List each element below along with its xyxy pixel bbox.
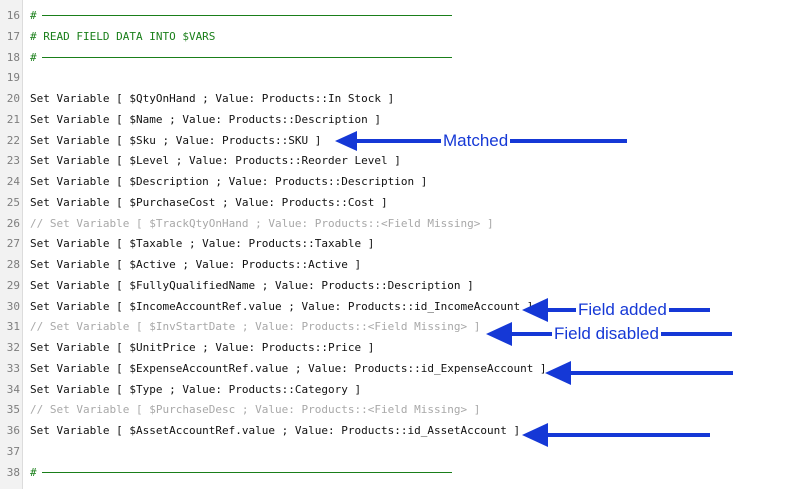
line-number: 28 bbox=[6, 258, 20, 271]
line-number: 30 bbox=[6, 299, 20, 313]
comment-rule-text: # bbox=[30, 465, 37, 479]
disabled-code-text: // Set Variable [ $PurchaseDesc ; Value:… bbox=[30, 403, 481, 417]
comment-divider-line bbox=[42, 56, 452, 58]
code-line[interactable]: 37 bbox=[0, 441, 787, 462]
comment-rule-text: # bbox=[30, 50, 37, 64]
line-number: 21 bbox=[6, 112, 20, 126]
code-text: Set Variable [ $QtyOnHand ; Value: Produ… bbox=[30, 92, 395, 105]
code-line[interactable]: 21 Set Variable [ $Name ; Value: Products… bbox=[0, 109, 787, 130]
disabled-code-text: // Set Variable [ $TrackQtyOnHand ; Valu… bbox=[30, 216, 494, 230]
code-line[interactable]: 36 Set Variable [ $AssetAccountRef.value … bbox=[0, 420, 787, 441]
annotation-label-matched: Matched bbox=[441, 129, 511, 153]
line-number: 19 bbox=[6, 71, 20, 85]
code-line[interactable]: 23 Set Variable [ $Level ; Value: Product… bbox=[0, 150, 787, 171]
code-line[interactable]: 19 bbox=[0, 67, 787, 88]
code-line[interactable]: 34 Set Variable [ $Type ; Value: Products… bbox=[0, 379, 787, 400]
code-line[interactable]: 16 # bbox=[0, 5, 787, 26]
code-text: Set Variable [ $ExpenseAccountRef.value … bbox=[30, 361, 547, 375]
code-text: Set Variable [ $Level ; Value: Products:… bbox=[30, 154, 401, 168]
line-number: 17 bbox=[6, 29, 20, 43]
code-line[interactable]: 26 // Set Variable [ $TrackQtyOnHand ; Va… bbox=[0, 213, 787, 234]
line-number: 33 bbox=[6, 361, 20, 375]
line-number: 16 bbox=[6, 9, 20, 22]
code-text: Set Variable [ $Active ; Value: Products… bbox=[30, 258, 362, 271]
line-number: 36 bbox=[6, 424, 20, 437]
code-text: Set Variable [ $Taxable ; Value: Product… bbox=[30, 237, 375, 251]
disabled-code-text: // Set Variable [ $InvStartDate ; Value:… bbox=[30, 320, 481, 334]
line-number: 38 bbox=[6, 465, 20, 479]
line-number: 35 bbox=[6, 403, 20, 417]
code-text: Set Variable [ $PurchaseCost ; Value: Pr… bbox=[30, 195, 388, 209]
code-text: # READ FIELD DATA INTO $VARS bbox=[30, 29, 216, 43]
code-text: Set Variable [ $Type ; Value: Products::… bbox=[30, 382, 362, 396]
annotation-arrow-line-36 bbox=[522, 423, 712, 447]
code-line[interactable]: 22 Set Variable [ $Sku ; Value: Products:… bbox=[0, 130, 787, 151]
code-line[interactable]: 27 Set Variable [ $Taxable ; Value: Produ… bbox=[0, 233, 787, 254]
code-text: Set Variable [ $UnitPrice ; Value: Produ… bbox=[30, 341, 375, 354]
line-number: 31 bbox=[6, 320, 20, 334]
code-text: Set Variable [ $Name ; Value: Products::… bbox=[30, 112, 381, 126]
code-line[interactable]: 30 Set Variable [ $IncomeAccountRef.value… bbox=[0, 296, 787, 317]
left-arrow-icon bbox=[545, 361, 733, 385]
code-line[interactable]: 24 Set Variable [ $Description ; Value: P… bbox=[0, 171, 787, 192]
code-line[interactable]: 28 Set Variable [ $Active ; Value: Produc… bbox=[0, 254, 787, 275]
code-line[interactable]: 32 Set Variable [ $UnitPrice ; Value: Pro… bbox=[0, 337, 787, 358]
annotation-field-disabled: Field disabled bbox=[486, 322, 734, 346]
annotation-label-field-added: Field added bbox=[576, 298, 669, 322]
line-number: 18 bbox=[6, 50, 20, 64]
code-text: Set Variable [ $Description ; Value: Pro… bbox=[30, 175, 428, 188]
code-line[interactable]: 38 # bbox=[0, 462, 787, 483]
code-line[interactable]: 31 // Set Variable [ $InvStartDate ; Valu… bbox=[0, 316, 787, 337]
line-number: 24 bbox=[6, 175, 20, 188]
line-number: 20 bbox=[6, 92, 20, 105]
code-line[interactable]: 17 # READ FIELD DATA INTO $VARS bbox=[0, 26, 787, 47]
annotation-field-added: Field added bbox=[522, 298, 712, 322]
line-number: 22 bbox=[6, 133, 20, 147]
line-number: 34 bbox=[6, 382, 20, 396]
comment-rule-text: # bbox=[30, 9, 37, 22]
code-line[interactable]: 25 Set Variable [ $PurchaseCost ; Value: … bbox=[0, 192, 787, 213]
line-number: 37 bbox=[6, 444, 20, 458]
code-line[interactable]: 29 Set Variable [ $FullyQualifiedName ; V… bbox=[0, 275, 787, 296]
code-text: Set Variable [ $Sku ; Value: Products::S… bbox=[30, 133, 322, 147]
annotation-arrow-line-33 bbox=[545, 361, 735, 385]
comment-divider-line bbox=[42, 15, 452, 16]
code-line[interactable]: 33 Set Variable [ $ExpenseAccountRef.valu… bbox=[0, 358, 787, 379]
left-arrow-icon bbox=[522, 423, 710, 447]
line-number: 26 bbox=[6, 216, 20, 230]
code-text: Set Variable [ $IncomeAccountRef.value ;… bbox=[30, 299, 534, 313]
comment-divider-line bbox=[42, 471, 452, 473]
line-number: 25 bbox=[6, 195, 20, 209]
code-text: Set Variable [ $AssetAccountRef.value ; … bbox=[30, 424, 521, 437]
annotation-matched: Matched bbox=[335, 129, 630, 153]
line-number: 23 bbox=[6, 154, 20, 168]
line-number-gutter bbox=[0, 0, 23, 489]
code-line[interactable]: 35 // Set Variable [ $PurchaseDesc ; Valu… bbox=[0, 399, 787, 420]
annotation-label-field-disabled: Field disabled bbox=[552, 322, 661, 346]
code-line[interactable]: 18 # bbox=[0, 47, 787, 68]
line-number: 29 bbox=[6, 278, 20, 292]
line-number: 32 bbox=[6, 341, 20, 354]
code-text: Set Variable [ $FullyQualifiedName ; Val… bbox=[30, 278, 474, 292]
code-line[interactable]: 20 Set Variable [ $QtyOnHand ; Value: Pro… bbox=[0, 88, 787, 109]
line-number: 27 bbox=[6, 237, 20, 251]
